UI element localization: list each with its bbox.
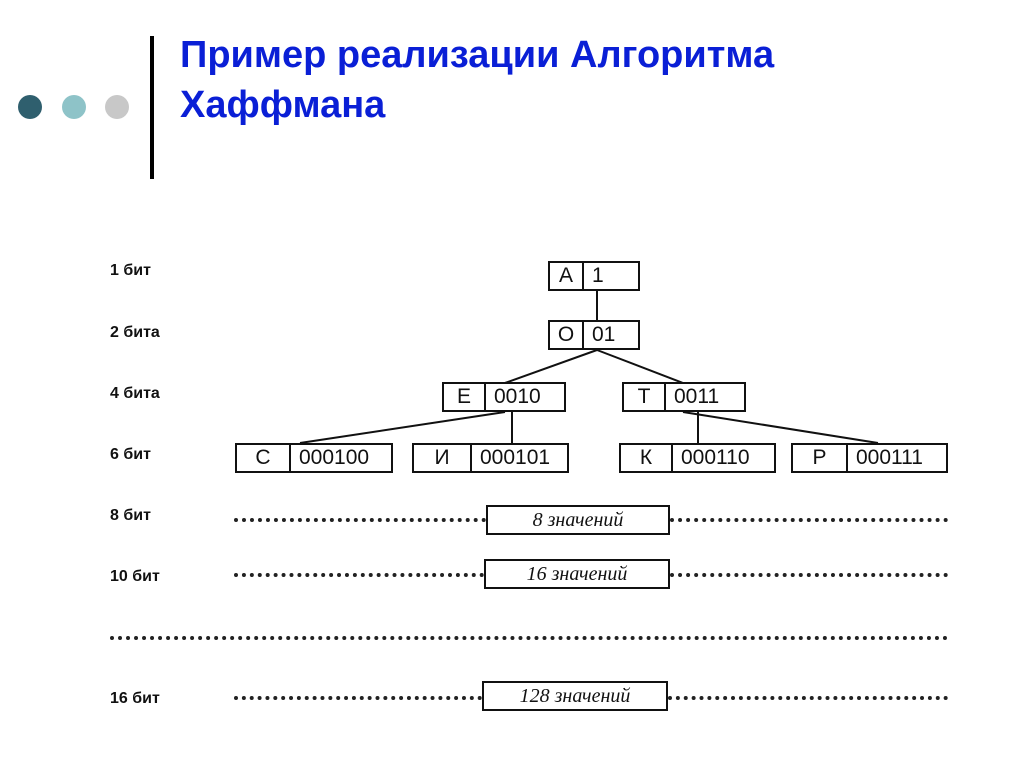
- edge-e-c: [299, 411, 506, 444]
- edge-t-r: [682, 411, 879, 444]
- node-k-letter: К: [621, 445, 673, 471]
- edge-o-t: [596, 349, 684, 384]
- title-divider: [150, 36, 154, 179]
- dotted-line-8bit-left: [234, 518, 486, 522]
- title-line-1: Пример реализации Алгоритма: [180, 34, 775, 76]
- title-line-2: Хаффмана: [180, 84, 386, 126]
- node-a: А 1: [548, 261, 640, 291]
- dotted-line-8bit-right: [670, 518, 948, 522]
- decor-dot-dark: [18, 95, 42, 119]
- value-box-10bit: 16 значений: [484, 559, 670, 589]
- decor-dot-teal: [62, 95, 86, 119]
- node-c: С 000100: [235, 443, 393, 473]
- slide-title: Пример реализации Алгоритма Хаффмана: [180, 30, 980, 130]
- dotted-line-16bit-right: [668, 696, 948, 700]
- node-e-code: 0010: [494, 385, 541, 408]
- decor-dot-gray: [105, 95, 129, 119]
- node-c-code: 000100: [299, 446, 370, 469]
- row-label-1bit: 1 бит: [110, 262, 151, 279]
- row-label-4bit: 4 бита: [110, 385, 160, 402]
- node-o: О 01: [548, 320, 640, 350]
- node-o-letter: О: [550, 322, 584, 348]
- row-label-8bit: 8 бит: [110, 507, 151, 524]
- dotted-line-10bit-left: [234, 573, 484, 577]
- node-e-letter: Е: [444, 384, 486, 410]
- node-c-letter: С: [237, 445, 291, 471]
- edge-o-e: [504, 349, 598, 384]
- row-label-6bit: 6 бит: [110, 446, 151, 463]
- node-r-letter: Р: [793, 445, 848, 471]
- node-r: Р 000111: [791, 443, 948, 473]
- node-t: Т 0011: [622, 382, 746, 412]
- value-box-8bit: 8 значений: [486, 505, 670, 535]
- node-e: Е 0010: [442, 382, 566, 412]
- node-t-letter: Т: [624, 384, 666, 410]
- dotted-line-10bit-right: [670, 573, 948, 577]
- node-r-code: 000111: [856, 446, 923, 469]
- dotted-line-gap: [110, 636, 948, 640]
- node-i: И 000101: [412, 443, 569, 473]
- row-label-2bit: 2 бита: [110, 324, 160, 341]
- node-a-letter: А: [550, 263, 584, 289]
- value-box-16bit: 128 значений: [482, 681, 668, 711]
- row-label-16bit: 16 бит: [110, 690, 160, 707]
- node-t-code: 0011: [674, 385, 720, 408]
- node-a-code: 1: [592, 264, 604, 287]
- row-label-10bit: 10 бит: [110, 568, 160, 585]
- node-k: К 000110: [619, 443, 776, 473]
- node-i-letter: И: [414, 445, 472, 471]
- node-o-code: 01: [592, 323, 616, 346]
- dotted-line-16bit-left: [234, 696, 482, 700]
- node-k-code: 000110: [681, 446, 750, 469]
- node-i-code: 000101: [480, 446, 551, 469]
